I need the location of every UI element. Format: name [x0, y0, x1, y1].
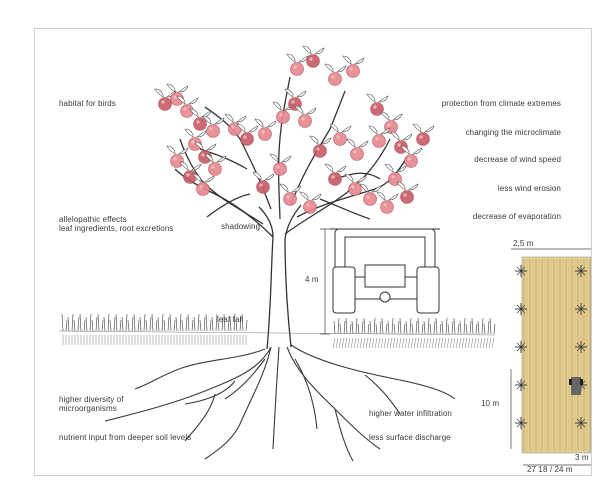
- label-discharge: less surface discharge: [369, 433, 451, 443]
- plan-top-dimension: 2,5 m: [513, 239, 534, 249]
- label-evaporation: decrease of evaporation: [473, 212, 561, 222]
- label-height: 4 m: [305, 275, 319, 285]
- label-habitat: habitat for birds: [59, 99, 116, 109]
- plan-bottom-dimension: 27 18 / 24 m: [527, 465, 573, 475]
- label-infiltration: higher water infiltration: [369, 409, 452, 419]
- tree-roots: [105, 345, 455, 461]
- agroforestry-illustration: [35, 29, 591, 475]
- label-erosion: less wind erosion: [498, 184, 561, 194]
- crop-row-right: [333, 318, 495, 348]
- plan-view: [511, 249, 591, 465]
- label-shadowing: shadowing: [221, 222, 260, 232]
- plan-tractor: [569, 377, 583, 395]
- label-protection: protection from climate extremes: [442, 99, 561, 109]
- apple-canopy: [155, 46, 434, 214]
- height-dimension: [320, 229, 330, 334]
- label-leaf-fall: leaf fall: [217, 315, 243, 325]
- label-wind: decrease of wind speed: [474, 155, 561, 165]
- label-diversity-2: microorganisms: [59, 404, 117, 414]
- tractor: [330, 229, 440, 313]
- label-microclimate: changing the microclimate: [466, 128, 561, 138]
- diagram-frame: habitat for birds allelopathic effects l…: [34, 28, 592, 476]
- ground-line: [59, 331, 495, 335]
- plan-right-dimension: 3 m: [575, 453, 589, 463]
- label-allelopathic-2: leaf ingredients, root excretions: [59, 224, 173, 234]
- tree-trunk: [175, 77, 407, 349]
- label-nutrient: nutrient input from deeper soil levels: [59, 433, 191, 443]
- plan-side-dimension: 10 m: [481, 399, 499, 409]
